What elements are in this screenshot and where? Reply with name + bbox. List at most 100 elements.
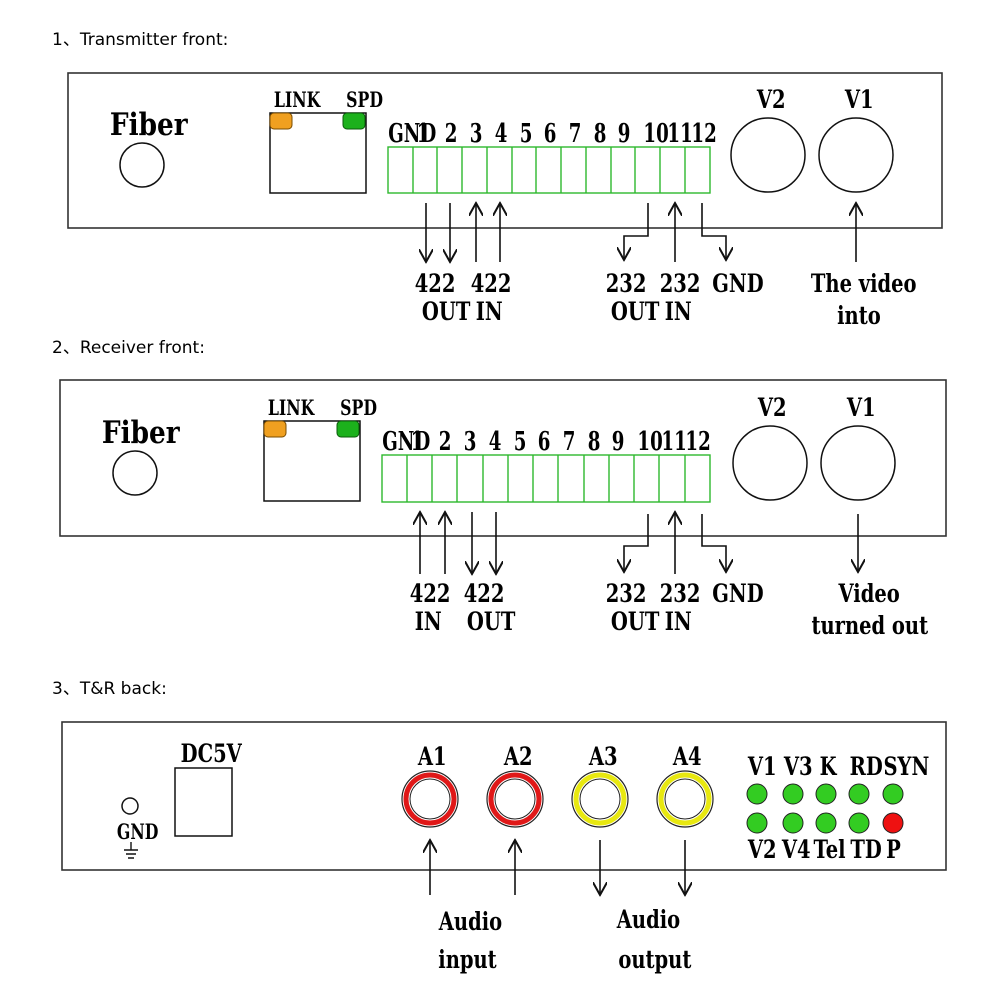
terminal-label-3: 3 [464,427,477,457]
section-title: 3、T&R back: [52,679,167,699]
led-label-v3: V3 [783,753,813,782]
terminal-label-6: 6 [538,427,551,457]
terminal-label-11: 11 [667,119,692,149]
audio-output-label-bottom: output [618,946,692,975]
audio-input-label-bottom: input [438,946,497,975]
fiber-label: Fiber [102,414,181,451]
label-422-in-bottom: IN [415,608,442,637]
label-422-in-top: 422 [471,270,512,299]
section-title: 2、Receiver front: [52,338,205,358]
ground-screw [121,797,139,815]
label-video-bottom: into [837,302,881,331]
label-gnd: GND [712,580,763,609]
label-422-out-bottom: OUT [467,608,516,637]
spd-led [342,112,366,130]
v2-bnc-port [732,425,808,501]
a2-jack [486,770,544,828]
v1-label: V1 [844,86,874,115]
section-title: 1、Transmitter front: [52,30,228,50]
transmitter-section: 1、Transmitter front: Fiber LINK SPD GND … [52,30,943,331]
dc5v-label: DC5V [181,740,243,769]
link-label: LINK [268,397,315,421]
terminal-label-12: 12 [691,119,716,149]
audio-arrows [430,840,685,895]
terminal-label-gnd: GND [382,427,430,457]
label-232-out-bottom: OUT [611,608,660,637]
a4-label: A4 [672,743,702,772]
terminal-label-8: 8 [594,119,607,149]
led-label-v2: V2 [747,836,777,865]
label-232-in-top: 232 [660,580,701,609]
terminal-label-7: 7 [569,119,582,149]
led-v2 [746,812,768,834]
led-labels-top: V1 V3 K RD SYN [747,753,929,782]
terminal-block [381,454,711,503]
v2-label: V2 [756,86,786,115]
terminal-label-8: 8 [588,427,601,457]
led-syn [882,783,904,805]
network-port [269,112,367,194]
terminal-labels: GND 1 2 3 4 5 6 7 8 9 10 11 12 [388,119,716,149]
gnd-label: GND [117,821,158,845]
label-232-in-bottom: IN [665,608,692,637]
a2-label: A2 [503,743,533,772]
led-label-k: K [820,753,838,782]
audio-input-label-top: Audio [438,908,502,937]
led-label-rd: RD [850,753,883,782]
led-tel [815,812,837,834]
terminal-label-9: 9 [618,119,631,149]
led-label-td: TD [850,836,881,865]
label-422-out-bottom: OUT [422,298,471,327]
terminal-label-10: 10 [643,119,668,149]
led-td [848,812,870,834]
v1-bnc-port [818,117,894,193]
network-port [263,420,361,502]
label-232-in-top: 232 [660,270,701,299]
led-label-p: P [886,836,901,865]
led-label-v1: V1 [747,753,777,782]
led-k [815,783,837,805]
signal-arrows [426,203,856,262]
fiber-label: Fiber [110,106,189,143]
led-p [882,812,904,834]
terminal-label-7: 7 [563,427,576,457]
link-led [269,112,293,130]
a3-label: A3 [588,743,618,772]
fiber-port [112,450,158,496]
receiver-section: 2、Receiver front: Fiber LINK SPD GND 1 2… [52,338,947,641]
led-v4 [782,812,804,834]
label-422-out-top: 422 [464,580,505,609]
terminal-label-3: 3 [470,119,483,149]
led-v3 [782,783,804,805]
dc-power-port [174,767,233,837]
terminal-label-5: 5 [514,427,527,457]
v2-label: V2 [757,394,787,423]
terminal-block [387,146,711,194]
terminal-label-4: 4 [495,119,508,149]
terminal-label-2: 2 [439,427,452,457]
led-rd [848,783,870,805]
terminal-label-1: 1 [417,119,430,149]
terminal-label-5: 5 [520,119,533,149]
a4-jack [656,770,714,828]
terminal-label-9: 9 [612,427,625,457]
signal-arrows [420,512,858,574]
v1-bnc-port [820,425,896,501]
label-232-out-top: 232 [606,270,647,299]
led-v1 [746,783,768,805]
led-label-syn: SYN [883,753,929,782]
terminal-labels: GND 1 2 3 4 5 6 7 8 9 10 11 12 [382,427,710,457]
audio-output-label-top: Audio [616,906,680,935]
fiber-port [119,142,165,188]
back-section: 3、T&R back: GND DC5V A1 A2 A3 A4 [52,679,947,975]
terminal-label-10: 10 [637,427,662,457]
a1-jack [401,770,459,828]
led-label-tel: Tel [814,836,846,865]
terminal-label-gnd: GND [388,119,436,149]
label-video-top: The video [811,270,917,299]
label-232-in-bottom: IN [665,298,692,327]
terminal-label-11: 11 [661,427,686,457]
terminal-label-2: 2 [445,119,458,149]
label-232-out-top: 232 [606,580,647,609]
